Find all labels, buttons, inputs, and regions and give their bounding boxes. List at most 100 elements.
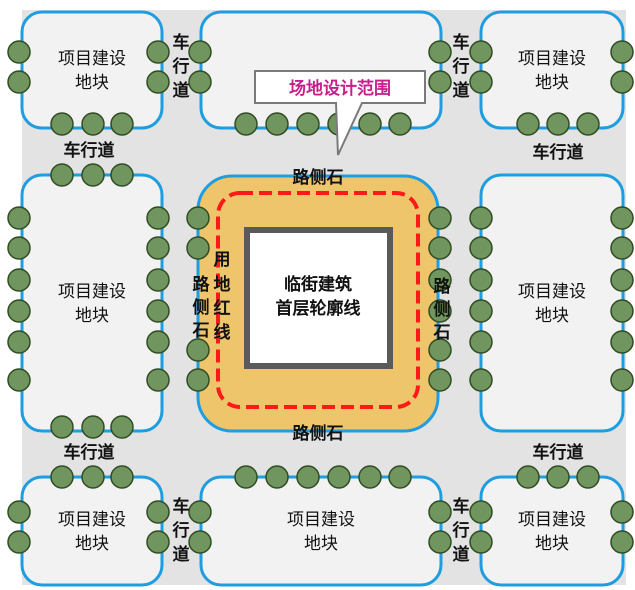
tree-right-of-site-5	[428, 338, 452, 362]
tree-left-of-bottom-left-2	[7, 530, 31, 554]
tree-left-of-site-1	[186, 206, 210, 230]
tree-left-of-top-right-1	[469, 40, 493, 64]
plot-bottom-right-label: 项目建设	[518, 510, 586, 530]
tree-right-of-site-6	[428, 368, 452, 392]
tree-right-of-top-right-1	[610, 40, 634, 64]
tree-right-of-top-left-1	[146, 40, 170, 64]
tree-below-top-center-1	[234, 112, 258, 136]
road-label-bottom-left-v2: 行	[172, 520, 190, 541]
tree-left-of-bottom-right-1	[469, 500, 493, 524]
tree-right-of-middle-right-1	[610, 206, 634, 230]
tree-above-bottom-left-1	[50, 465, 74, 489]
building-outline-label-1: 临街建筑	[284, 274, 352, 295]
tree-above-bottom-center-2	[265, 465, 289, 489]
red-line-label-4: 线	[214, 322, 231, 343]
tree-left-of-middle-right-4	[469, 299, 493, 323]
tree-right-of-bottom-center-2	[428, 530, 452, 554]
tree-left-of-top-center-2	[188, 70, 212, 94]
tree-left-of-bottom-center-1	[188, 500, 212, 524]
road-label-top-right-v1: 车	[453, 32, 470, 53]
tree-right-of-middle-left-3	[146, 268, 170, 292]
road-label-top-left-v2: 行	[172, 56, 190, 77]
tree-right-of-middle-left-5	[146, 330, 170, 354]
road-label-upper-left: 车行道	[64, 140, 115, 161]
plot-top-left-block	[20, 10, 164, 130]
tree-above-bottom-left-2	[81, 465, 105, 489]
tree-below-top-center-5	[358, 112, 382, 136]
tree-above-bottom-right-3	[576, 465, 600, 489]
tree-left-of-bottom-left-1	[7, 500, 31, 524]
tree-above-middle-left-2	[81, 163, 105, 187]
tree-below-top-center-3	[296, 112, 320, 136]
tree-above-middle-left-3	[110, 163, 134, 187]
tree-below-top-center-2	[265, 112, 289, 136]
tree-left-of-middle-right-2	[469, 236, 493, 260]
tree-below-top-left-2	[81, 112, 105, 136]
curb-label-right-1: 路	[434, 276, 452, 297]
plot-middle-left-label: 项目建设	[58, 282, 126, 302]
plot-bottom-center-label: 地块	[304, 534, 338, 554]
red-line-label-3: 红	[214, 298, 231, 319]
plot-bottom-left-label: 地块	[75, 534, 109, 554]
building-outline	[244, 227, 393, 369]
road-label-top-left-v1: 车	[173, 32, 190, 53]
tree-right-of-middle-right-2	[610, 236, 634, 260]
trees-layer	[7, 40, 634, 554]
tree-below-top-right-1	[516, 112, 540, 136]
tree-above-bottom-right-2	[546, 465, 570, 489]
road-label-upper-right: 车行道	[533, 142, 584, 163]
tree-right-of-site-1	[428, 206, 452, 230]
tree-right-of-top-center-2	[428, 70, 452, 94]
building-outline-label-2: 首层轮廓线	[276, 298, 361, 319]
road-label-bottom-left-v1: 车	[173, 496, 190, 517]
tree-left-of-middle-right-3	[469, 268, 493, 292]
site-range-callout	[254, 70, 426, 156]
plot-middle-right-label: 项目建设	[518, 282, 586, 302]
tree-above-bottom-center-4	[327, 465, 351, 489]
plot-top-right-block	[479, 10, 625, 130]
tree-below-middle-left-2	[81, 415, 105, 439]
tree-right-of-bottom-right-2	[610, 530, 634, 554]
plot-bottom-center-block	[199, 475, 443, 587]
tree-right-of-bottom-right-1	[610, 500, 634, 524]
red-line-label-1: 用	[214, 250, 231, 270]
tree-below-top-left-1	[50, 112, 74, 136]
tree-right-of-top-left-2	[146, 70, 170, 94]
tree-right-of-middle-right-6	[610, 368, 634, 392]
plots-layer: 项目建设地块项目建设地块项目建设地块项目建设地块项目建设地块项目建设地块项目建设…	[20, 10, 625, 587]
tree-below-top-left-3	[110, 112, 134, 136]
tree-left-of-top-right-2	[469, 70, 493, 94]
plot-bottom-center-label: 项目建设	[287, 510, 355, 530]
plot-bottom-left-block	[20, 475, 164, 587]
tree-right-of-site-3	[428, 268, 452, 292]
tree-right-of-middle-right-3	[610, 268, 634, 292]
tree-right-of-site-2	[428, 236, 452, 260]
tree-right-of-site-4	[428, 299, 452, 323]
plot-bottom-left-label: 项目建设	[58, 510, 126, 530]
road-label-lower-right: 车行道	[533, 442, 584, 463]
tree-right-of-middle-left-2	[146, 236, 170, 260]
tree-above-bottom-right-1	[516, 465, 540, 489]
tree-left-of-middle-left-5	[7, 330, 31, 354]
tree-left-of-middle-left-2	[7, 236, 31, 260]
tree-right-of-top-center-1	[428, 40, 452, 64]
tree-right-of-top-right-2	[610, 70, 634, 94]
tree-above-middle-left-1	[50, 163, 74, 187]
tree-left-of-site-2	[186, 236, 210, 260]
tree-below-top-right-2	[546, 112, 570, 136]
tree-left-of-site-3	[186, 338, 210, 362]
tree-left-of-middle-right-6	[469, 368, 493, 392]
site-range-label: 场地设计范围	[289, 78, 391, 99]
tree-above-bottom-left-3	[110, 465, 134, 489]
tree-left-of-bottom-center-2	[188, 530, 212, 554]
tree-left-of-middle-left-6	[7, 368, 31, 392]
curb-label-right-3: 石	[433, 323, 451, 343]
tree-right-of-middle-right-5	[610, 330, 634, 354]
tree-left-of-middle-right-5	[469, 330, 493, 354]
tree-left-of-middle-right-1	[469, 206, 493, 230]
